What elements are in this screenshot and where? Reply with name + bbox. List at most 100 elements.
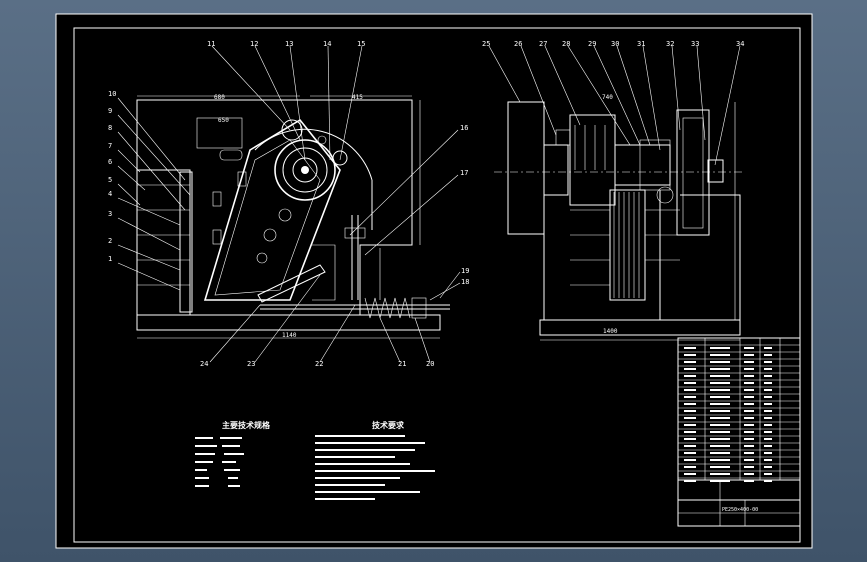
- parts-list-cell-text: [710, 347, 730, 349]
- callout-number: 33: [691, 40, 699, 48]
- parts-list-cell-text: [710, 473, 730, 475]
- callout-number: 29: [588, 40, 596, 48]
- callout-number: 16: [460, 124, 468, 132]
- parts-list-cell-text: [710, 375, 730, 377]
- parts-list-cell-text: [710, 396, 730, 398]
- parts-list-cell-text: [684, 431, 696, 433]
- sheet-outer-frame: [55, 13, 813, 549]
- callout-number: 12: [250, 40, 258, 48]
- callout-number: 24: [200, 360, 208, 368]
- callout-number: 6: [108, 158, 112, 166]
- parts-list-cell-text: [744, 445, 754, 447]
- leader-lines-left: [117, 45, 461, 363]
- parts-list-cell-text: [744, 480, 754, 482]
- parts-list-cell-text: [764, 375, 772, 377]
- parts-list-cell-text: [744, 382, 754, 384]
- parts-list-cell-text: [744, 354, 754, 356]
- callout-number: 34: [736, 40, 744, 48]
- parts-list-cell-text: [710, 466, 730, 468]
- parts-list-cell-text: [710, 452, 730, 454]
- parts-list-cell-text: [764, 417, 772, 419]
- parts-list-cell-text: [710, 438, 730, 440]
- callout-number: 3: [108, 210, 112, 218]
- parts-list-cell-text: [764, 473, 772, 475]
- parts-list-cell-text: [764, 445, 772, 447]
- tech-requirements-title: 技术要求: [372, 420, 405, 430]
- parts-list-cell-text: [684, 389, 696, 391]
- parts-list-cell-text: [764, 354, 772, 356]
- callout-number: 10: [108, 90, 116, 98]
- callout-number: 21: [398, 360, 406, 368]
- parts-list-cell-text: [744, 452, 754, 454]
- leader-lines-right: [488, 45, 741, 166]
- callout-number: 8: [108, 124, 112, 132]
- dim-label: 740: [602, 94, 613, 101]
- parts-list-cell-text: [684, 347, 696, 349]
- parts-list-cell-text: [684, 354, 696, 356]
- parts-list-cell-text: [710, 480, 730, 482]
- parts-list-cell-text: [710, 417, 730, 419]
- parts-list-cell-text: [764, 459, 772, 461]
- side-elevation-view: [136, 95, 450, 339]
- callout-number: 17: [460, 169, 468, 177]
- parts-list-cell-text: [684, 480, 696, 482]
- parts-list-cell-text: [684, 375, 696, 377]
- parts-list-cell-text: [710, 368, 730, 370]
- parts-list-cell-text: [684, 361, 696, 363]
- parts-list-cell-text: [684, 368, 696, 370]
- parts-list-cell-text: [764, 389, 772, 391]
- parts-list-cell-text: [764, 361, 772, 363]
- parts-list-cell-text: [684, 403, 696, 405]
- parts-list-cell-text: [764, 438, 772, 440]
- callout-number: 11: [207, 40, 215, 48]
- parts-list-cell-text: [684, 438, 696, 440]
- callout-number: 2: [108, 237, 112, 245]
- dim-label: 415: [352, 94, 363, 101]
- callout-number: 28: [562, 40, 570, 48]
- callout-number: 27: [539, 40, 547, 48]
- parts-list-cell-text: [744, 375, 754, 377]
- parts-list-rows: [678, 344, 800, 482]
- notes-area: [195, 435, 435, 500]
- sheet-inner-frame: [73, 27, 801, 543]
- parts-list-cell-text: [684, 382, 696, 384]
- callout-number: 4: [108, 190, 112, 198]
- parts-list-cell-text: [744, 459, 754, 461]
- parts-list-cell-text: [710, 431, 730, 433]
- dim-label: 680: [214, 94, 225, 101]
- parts-list-cell-text: [710, 424, 730, 426]
- parts-list-cell-text: [744, 368, 754, 370]
- parts-list-cell-text: [710, 445, 730, 447]
- parts-list-cell-text: [684, 424, 696, 426]
- callout-number: 15: [357, 40, 365, 48]
- spec-title: 主要技术规格: [222, 420, 271, 430]
- dim-label: 650: [218, 117, 229, 124]
- parts-list-cell-text: [684, 473, 696, 475]
- callout-number: 31: [637, 40, 645, 48]
- parts-list-cell-text: [710, 403, 730, 405]
- parts-list-cell-text: [710, 459, 730, 461]
- parts-list-cell-text: [764, 382, 772, 384]
- parts-list-cell-text: [764, 368, 772, 370]
- callout-number: 9: [108, 107, 112, 115]
- parts-list-cell-text: [744, 466, 754, 468]
- parts-list-cell-text: [764, 403, 772, 405]
- parts-list-cell-text: [764, 347, 772, 349]
- callout-number: 32: [666, 40, 674, 48]
- parts-list-cell-text: [764, 410, 772, 412]
- parts-list-cell-text: [684, 445, 696, 447]
- parts-list-cell-text: [744, 431, 754, 433]
- callout-number: 14: [323, 40, 331, 48]
- parts-list-cell-text: [684, 466, 696, 468]
- parts-list-cell-text: [744, 347, 754, 349]
- callout-number: 23: [247, 360, 255, 368]
- parts-list-cell-text: [744, 410, 754, 412]
- drawing-code: PE250×400-00: [722, 507, 758, 513]
- parts-list-cell-text: [764, 480, 772, 482]
- parts-list-cell-text: [764, 424, 772, 426]
- parts-list-cell-text: [744, 473, 754, 475]
- dim-label: 1400: [603, 328, 618, 335]
- callout-number: 5: [108, 176, 112, 184]
